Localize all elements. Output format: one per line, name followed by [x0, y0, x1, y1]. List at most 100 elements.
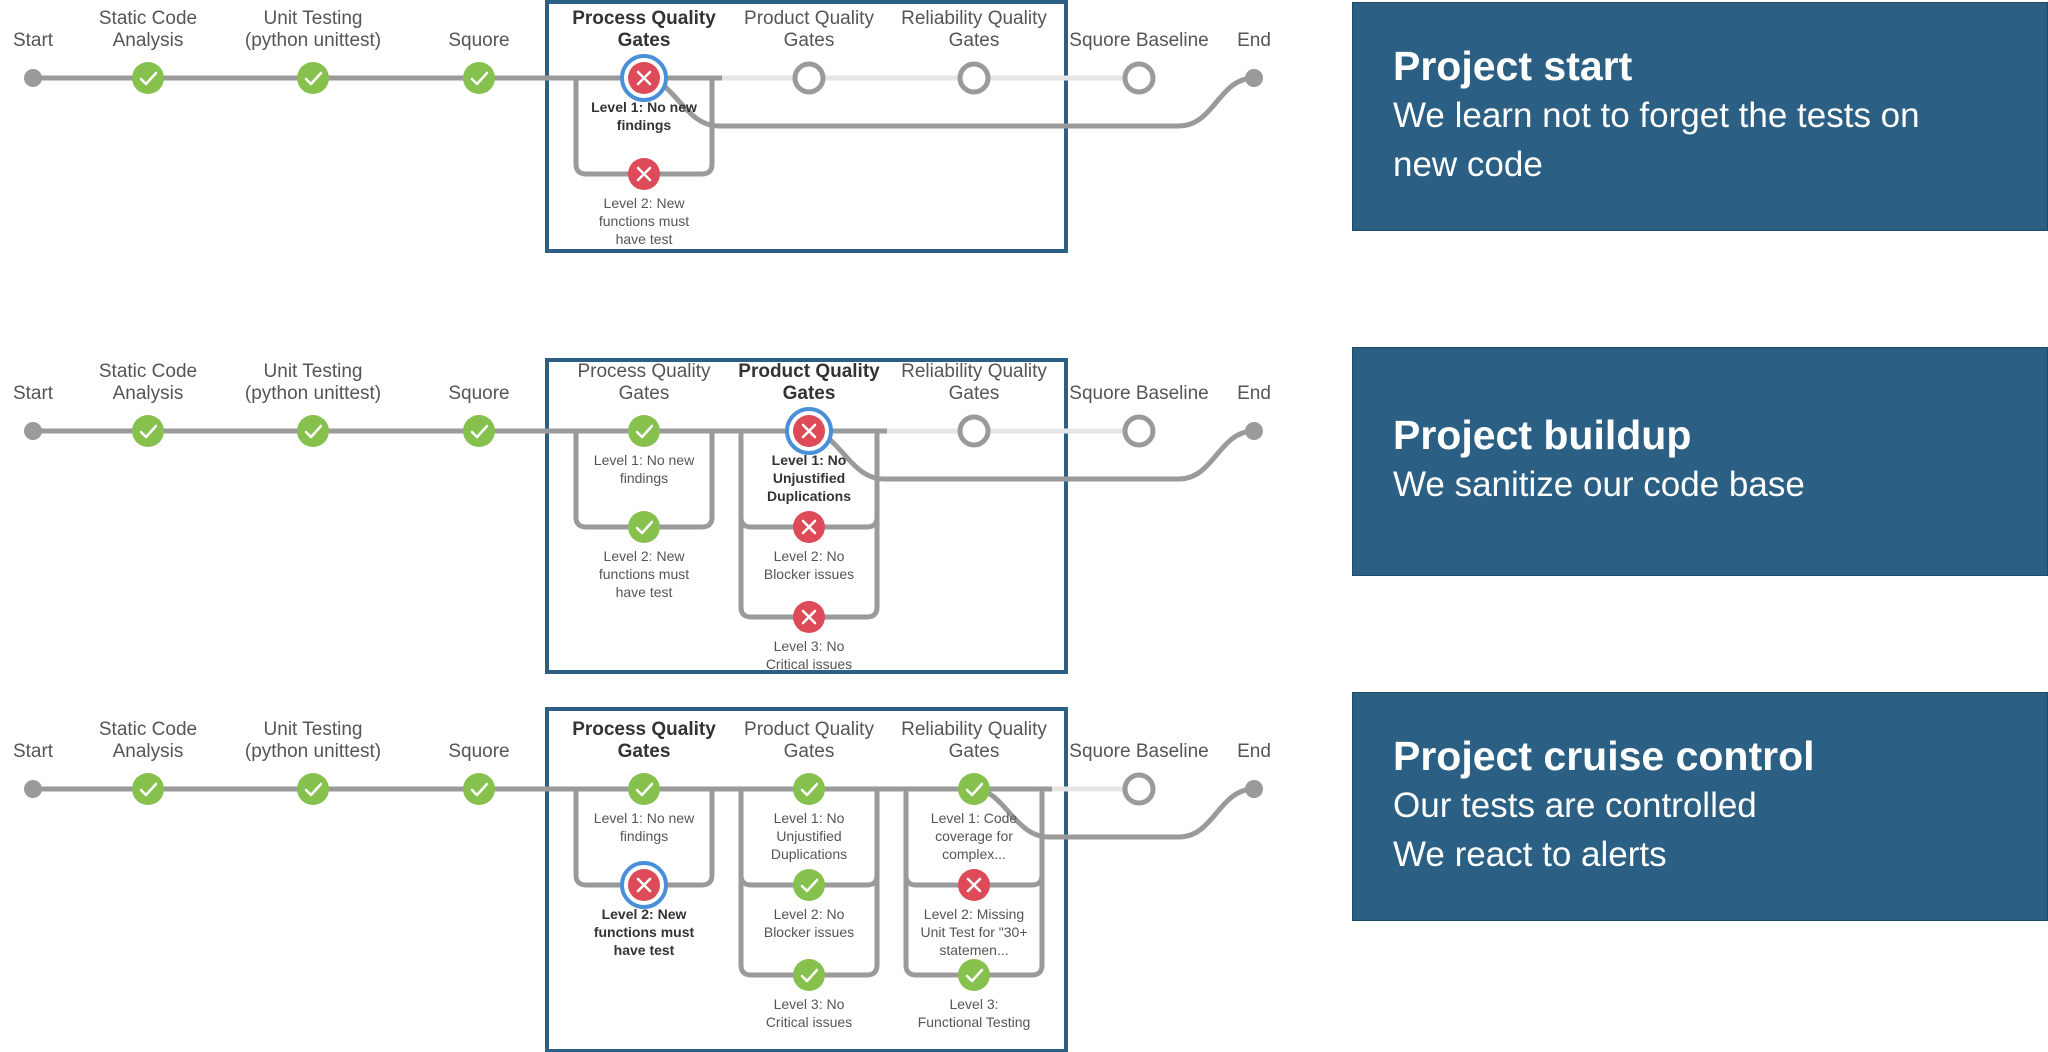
label-line: Gates [618, 741, 671, 762]
stage-label: Squore Baseline [1069, 383, 1208, 404]
stage-node[interactable] [297, 62, 329, 94]
stage-node[interactable] [463, 415, 495, 447]
stage-node[interactable] [463, 62, 495, 94]
label-line: Squore [448, 383, 509, 404]
stage-node[interactable] [24, 780, 42, 798]
pass-status-icon [628, 511, 660, 543]
stage-node[interactable] [1122, 414, 1156, 448]
pass-status-icon [132, 773, 164, 805]
pending-status-icon [792, 61, 826, 95]
stage-node[interactable] [297, 773, 329, 805]
stage-label: Squore [448, 741, 509, 762]
label-line: Level 3: No [774, 996, 845, 1012]
label-line: Critical issues [766, 1014, 852, 1030]
label-line: functions must [599, 566, 689, 582]
stage-node[interactable] [463, 773, 495, 805]
check-icon [304, 424, 323, 439]
stage-node[interactable] [958, 773, 990, 805]
label-line: Product Quality [744, 719, 874, 740]
stage-node[interactable] [1245, 780, 1263, 798]
label-line: Duplications [771, 846, 847, 862]
stage-node[interactable] [1245, 69, 1263, 87]
stage-node[interactable] [792, 61, 826, 95]
stage-node[interactable] [297, 415, 329, 447]
label-line: Functional Testing [918, 1014, 1031, 1030]
stage-node[interactable] [793, 773, 825, 805]
stage-node[interactable] [957, 61, 991, 95]
stage-node[interactable] [132, 415, 164, 447]
label-line: Reliability Quality [901, 719, 1047, 740]
gate-level-label: Level 3:Functional Testing [918, 996, 1031, 1030]
label-line: Start [13, 383, 54, 404]
label-line: Level 1: No new [594, 452, 695, 468]
label-line: Gates [783, 383, 836, 404]
label-line: Level 1: No [774, 810, 845, 826]
pass-status-icon [297, 62, 329, 94]
pass-status-icon [132, 62, 164, 94]
stage-node[interactable] [628, 773, 660, 805]
label-line: Static Code [99, 361, 197, 382]
gate-level-node[interactable] [793, 511, 825, 543]
label-line: Process Quality [572, 8, 716, 29]
gate-level-node[interactable] [620, 861, 668, 909]
gate-level-node[interactable] [628, 158, 660, 190]
x-icon [801, 609, 817, 625]
stage-label: Unit Testing(python unittest) [245, 719, 381, 762]
stage-node[interactable] [628, 415, 660, 447]
bypass-track [973, 786, 1255, 840]
check-icon [800, 782, 819, 797]
stage-node[interactable] [1122, 61, 1156, 95]
endpoint-dot [1245, 780, 1263, 798]
label-line: Squore [448, 30, 509, 51]
stage-label: Start [13, 30, 54, 51]
bypass-track [643, 75, 1255, 129]
gate-level-node[interactable] [793, 869, 825, 901]
gate-level-node[interactable] [958, 869, 990, 901]
gate-level-node[interactable] [793, 959, 825, 991]
stage-node[interactable] [132, 62, 164, 94]
info-card-text: We learn not to forget the tests on [1393, 96, 1920, 135]
label-line: findings [617, 117, 672, 133]
endpoint-dot [24, 780, 42, 798]
stage-node[interactable] [24, 69, 42, 87]
check-icon [965, 782, 984, 797]
stage-node[interactable] [1122, 772, 1156, 806]
label-line: Gates [619, 383, 670, 404]
gate-level-node[interactable] [958, 959, 990, 991]
gate-level-node[interactable] [793, 601, 825, 633]
gate-level-node[interactable] [628, 511, 660, 543]
pass-status-icon [297, 415, 329, 447]
x-icon [801, 423, 817, 439]
label-line: have test [614, 942, 675, 958]
label-line: statemen... [939, 942, 1008, 958]
stage-node[interactable] [620, 54, 668, 102]
stage-node[interactable] [785, 407, 833, 455]
label-line: Squore Baseline [1069, 383, 1208, 404]
stage-node[interactable] [24, 422, 42, 440]
label-line: complex... [942, 846, 1006, 862]
stage-node[interactable] [1245, 422, 1263, 440]
info-card-text: We sanitize our code base [1393, 465, 1805, 504]
label-line: Gates [784, 741, 835, 762]
label-line: Level 1: Code [931, 810, 1018, 826]
label-line: Gates [784, 30, 835, 51]
info-card-title: Project cruise control [1393, 733, 1815, 779]
stage-node[interactable] [957, 414, 991, 448]
stage-node[interactable] [132, 773, 164, 805]
x-icon [966, 877, 982, 893]
